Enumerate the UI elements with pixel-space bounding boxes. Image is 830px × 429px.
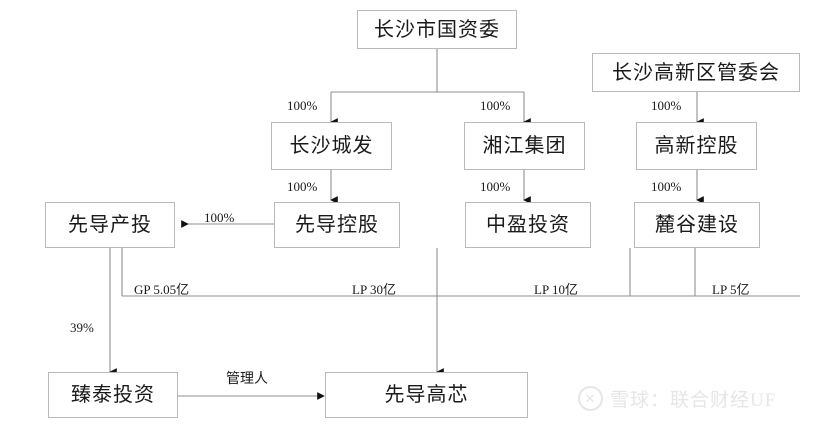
edge-label-chengfa-to-konggu: 100% [287,179,318,194]
edge-label-sasac-to-chengfa: 100% [287,98,318,113]
node-xiangjiang[interactable]: 湘江集团 [464,122,585,170]
node-lugu[interactable]: 麓谷建设 [634,202,760,248]
node-zhongying[interactable]: 中盈投资 [465,202,591,248]
edge-label-chantou-to-zhentai: 39% [70,320,94,335]
edge-label-admin-to-gaoxinkg: 100% [651,98,682,113]
node-cs-sasac[interactable]: 长沙市国资委 [357,10,517,49]
node-xd-chantou[interactable]: 先导产投 [45,202,175,248]
node-zhentai[interactable]: 臻泰投资 [48,372,178,418]
node-xd-gaoxin[interactable]: 先导高芯 [325,372,528,418]
edge-label-gaoxinkg-to-lugu: 100% [651,179,682,194]
edge-label-zhongying-contribution: LP 10亿 [534,282,578,297]
edge-label-konggu-contribution: LP 30亿 [352,282,396,297]
edge-label-lugu-contribution: LP 5亿 [712,282,750,297]
node-gaoxin-admin[interactable]: 长沙高新区管委会 [592,53,800,92]
node-xd-konggu[interactable]: 先导控股 [274,202,400,248]
node-cs-chengfa[interactable]: 长沙城发 [271,122,392,170]
edge-label-chantou-contribution: GP 5.05亿 [134,282,190,297]
edge-label-xiangjiang-to-zhongying: 100% [480,179,511,194]
watermark: ✕ 雪球：联合财经UF [578,385,776,412]
edge-label-konggu-to-chantou: 100% [204,210,235,225]
watermark-text: 雪球：联合财经UF [610,390,777,411]
node-gaoxin-kg[interactable]: 高新控股 [636,122,757,170]
xueqiu-logo-icon: ✕ [578,386,603,411]
edge-label-sasac-to-xiangjiang: 100% [480,98,511,113]
edge-label-zhentai-to-gaoxin: 管理人 [226,372,268,387]
